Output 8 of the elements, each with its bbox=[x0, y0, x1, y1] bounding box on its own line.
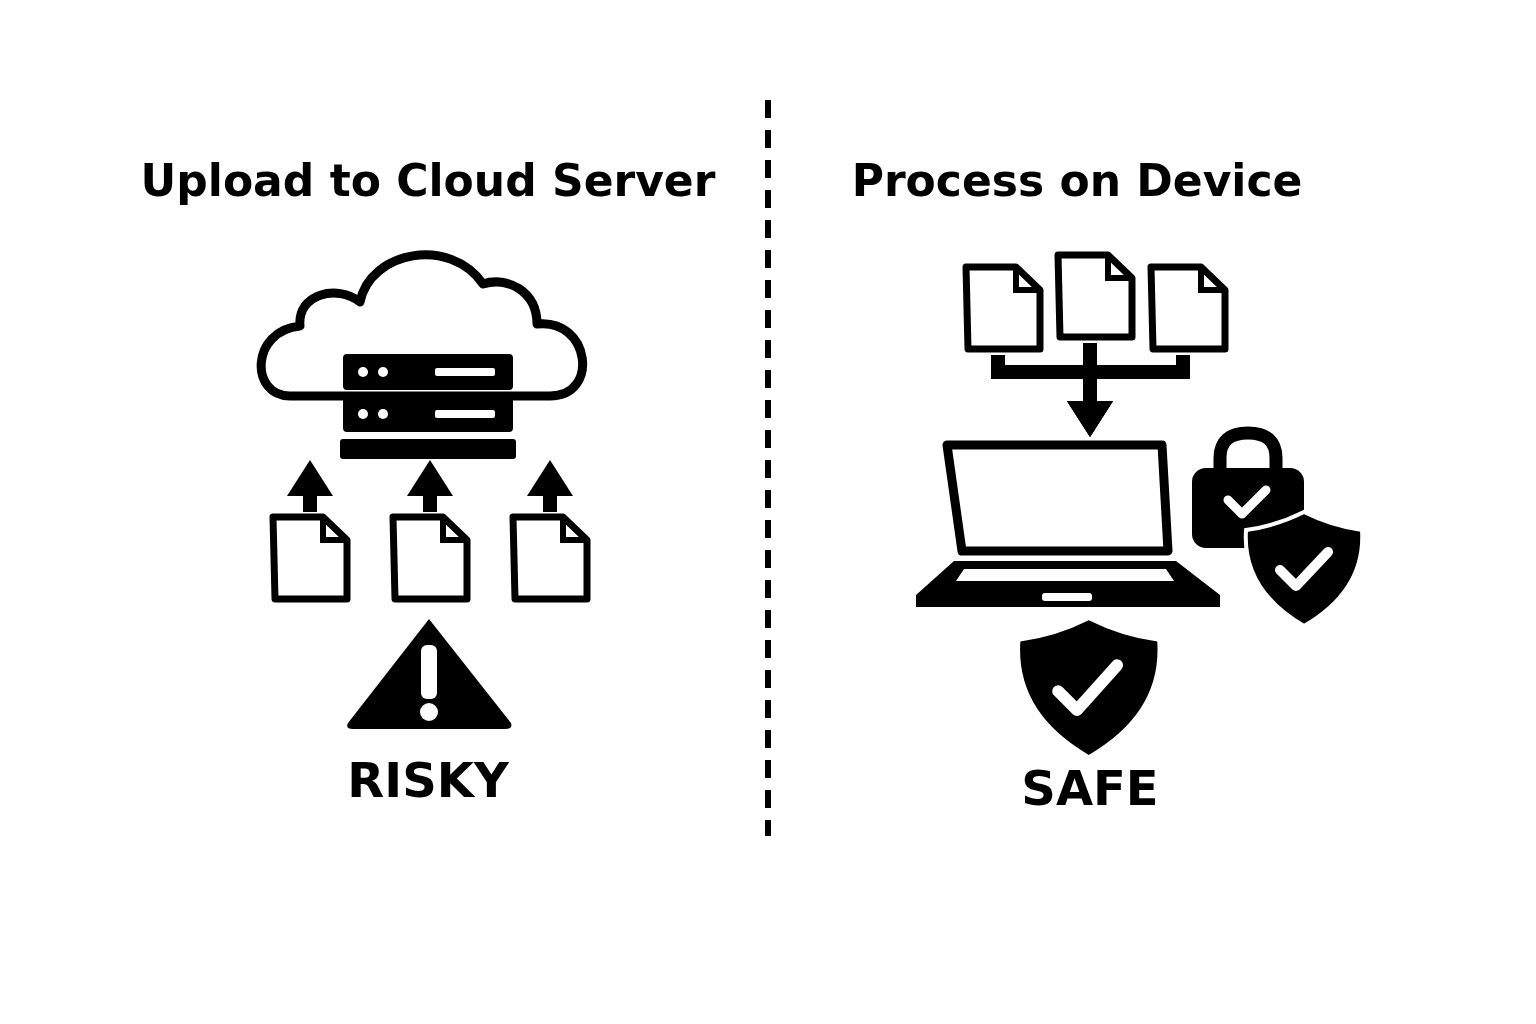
status-label: RISKY bbox=[347, 752, 509, 808]
arrow bbox=[1067, 355, 1190, 437]
arrow bbox=[527, 460, 573, 512]
section-heading: Upload to Cloud Server bbox=[140, 155, 716, 206]
arrow bbox=[407, 460, 453, 512]
arrow bbox=[287, 460, 333, 512]
section-heading: Process on Device bbox=[851, 155, 1303, 206]
status-label: SAFE bbox=[1021, 760, 1159, 816]
